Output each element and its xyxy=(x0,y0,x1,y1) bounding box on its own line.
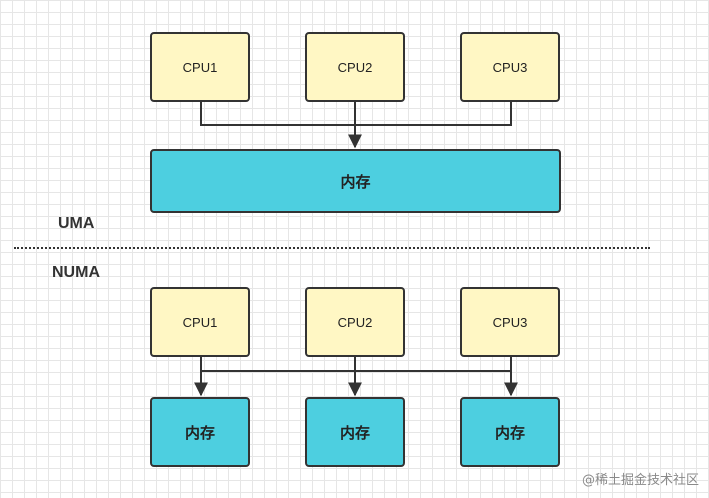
numa-cpu2-label: CPU2 xyxy=(337,314,373,330)
uma-cpu2-label: CPU2 xyxy=(337,59,373,75)
numa-memory2-label: 内存 xyxy=(339,424,370,442)
uma-cpu2-box: CPU2 xyxy=(305,32,405,102)
uma-memory-box: 内存 xyxy=(150,149,561,213)
uma-cpu1-box: CPU1 xyxy=(150,32,250,102)
uma-cpu1-label: CPU1 xyxy=(182,59,218,75)
uma-cpu3-label: CPU3 xyxy=(492,59,528,75)
numa-memory1-label: 内存 xyxy=(184,424,215,442)
numa-memory2-box: 内存 xyxy=(305,397,405,467)
numa-memory3-label: 内存 xyxy=(494,424,525,442)
numa-memory3-box: 内存 xyxy=(460,397,560,467)
section-divider xyxy=(14,247,650,249)
numa-section-label: NUMA xyxy=(52,264,100,281)
uma-cpu3-box: CPU3 xyxy=(460,32,560,102)
uma-section-label: UMA xyxy=(58,215,95,232)
numa-cpu1-box: CPU1 xyxy=(150,287,250,357)
numa-cpu3-box: CPU3 xyxy=(460,287,560,357)
numa-memory1-box: 内存 xyxy=(150,397,250,467)
numa-cpu3-label: CPU3 xyxy=(492,314,528,330)
watermark-text: @稀土掘金技术社区 xyxy=(581,473,699,488)
numa-cpu1-label: CPU1 xyxy=(182,314,218,330)
uma-memory-label: 内存 xyxy=(340,173,371,191)
numa-cpu2-box: CPU2 xyxy=(305,287,405,357)
